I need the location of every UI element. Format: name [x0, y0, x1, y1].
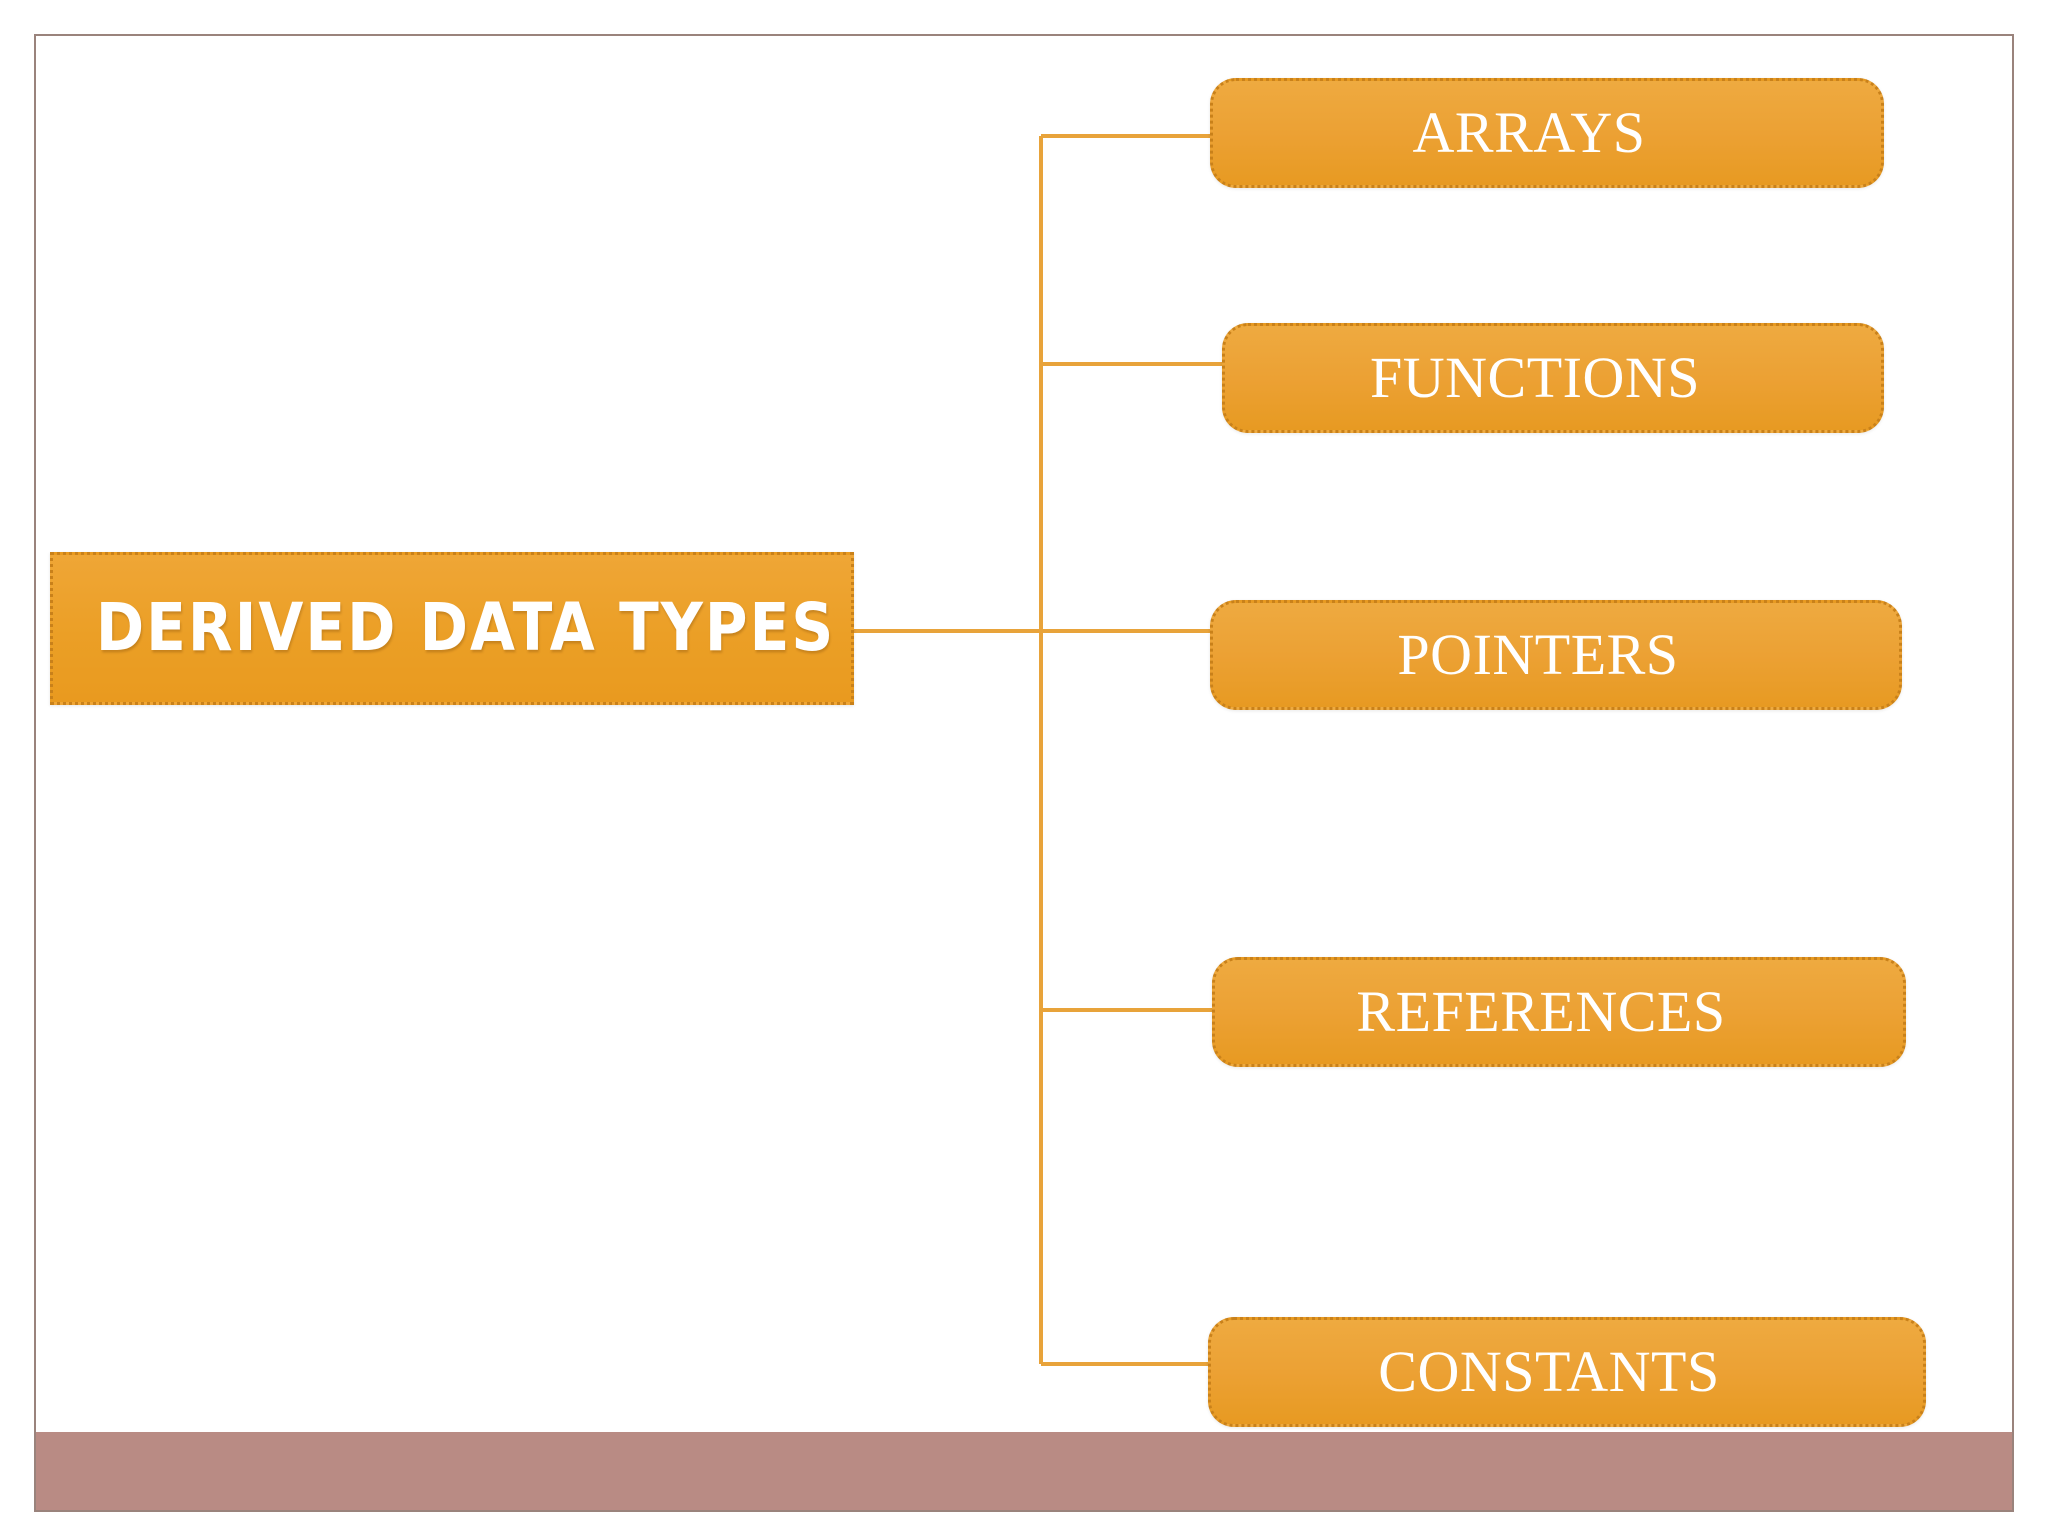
- child-node-label: CONSTANTS: [1378, 1339, 1720, 1404]
- root-node-derived-data-types[interactable]: DERIVED DATA TYPES: [50, 552, 854, 705]
- child-node-references[interactable]: REFERENCES: [1212, 957, 1906, 1067]
- child-node-arrays[interactable]: ARRAYS: [1210, 78, 1884, 188]
- child-node-pointers[interactable]: POINTERS: [1210, 600, 1902, 710]
- child-node-label: FUNCTIONS: [1370, 345, 1700, 410]
- child-node-constants[interactable]: CONSTANTS: [1208, 1317, 1926, 1427]
- child-node-functions[interactable]: FUNCTIONS: [1222, 323, 1884, 433]
- child-node-label: POINTERS: [1397, 622, 1679, 687]
- bottom-decorative-band: [36, 1432, 2012, 1510]
- child-node-label: ARRAYS: [1412, 100, 1646, 165]
- child-node-label: REFERENCES: [1356, 979, 1726, 1044]
- root-node-label: DERIVED DATA TYPES: [95, 589, 836, 667]
